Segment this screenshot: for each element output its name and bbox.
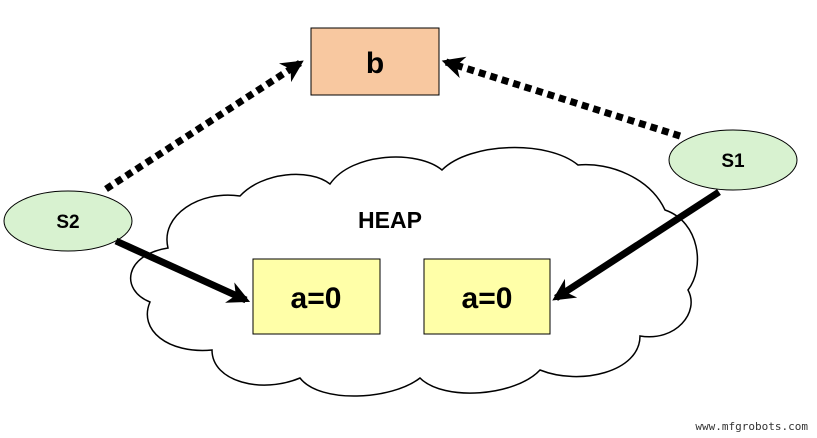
object-a-right: a=0 <box>423 258 551 335</box>
edge-s2-to-b <box>104 60 304 192</box>
object-a-right-label: a=0 <box>462 282 513 315</box>
stack-s1-label: S1 <box>721 151 745 172</box>
heap-cloud <box>129 146 699 397</box>
stack-s1: S1 <box>668 129 798 191</box>
watermark-text: www.mfgrobots.com <box>695 420 808 433</box>
edge-s1-to-a-right <box>552 189 721 301</box>
stack-s2: S2 <box>3 190 133 252</box>
object-a-left-label: a=0 <box>291 282 342 315</box>
heap-label: HEAP <box>358 207 422 233</box>
edge-s2-to-a-left <box>114 237 251 304</box>
object-a-left: a=0 <box>252 258 381 335</box>
object-b-label: b <box>366 47 384 80</box>
stack-s2-label: S2 <box>56 212 79 233</box>
object-b: b <box>310 27 440 96</box>
edge-s1-to-b <box>441 56 682 140</box>
